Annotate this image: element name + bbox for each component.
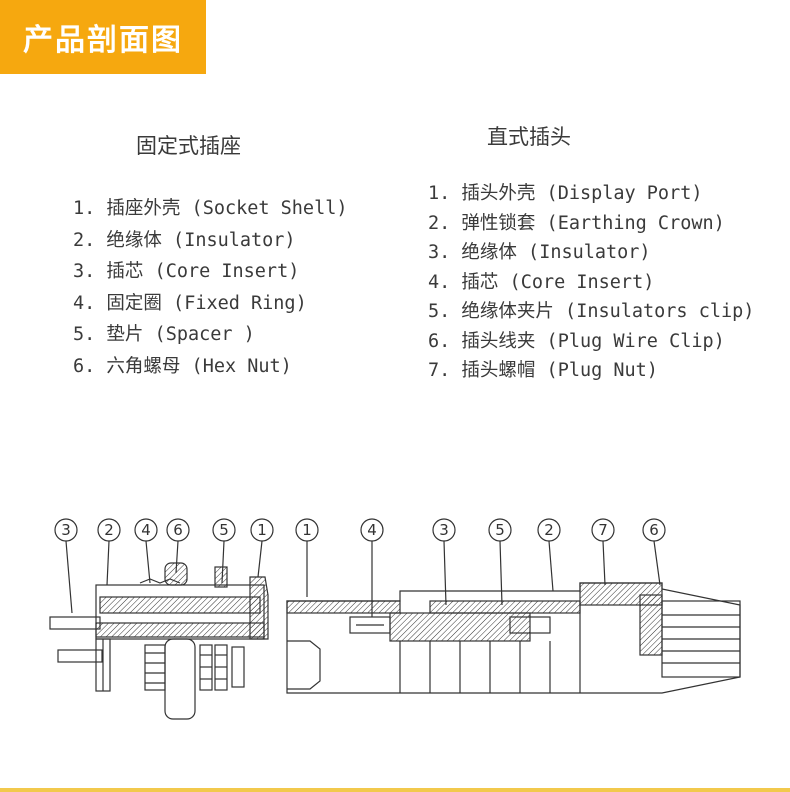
bottom-divider — [0, 788, 790, 792]
part-item: 7. 插头螺帽 (Plug Nut) — [428, 360, 658, 381]
fixed-socket-drawing — [49, 540, 269, 720]
header-banner: 产品剖面图 — [0, 0, 206, 74]
straight-plug-drawing — [286, 540, 741, 694]
svg-text:2: 2 — [544, 521, 554, 539]
svg-text:1: 1 — [302, 521, 312, 539]
callout-circle: 7 — [591, 518, 615, 542]
part-item: 5. 绝缘体夹片 (Insulators clip) — [428, 301, 755, 322]
svg-text:2: 2 — [104, 521, 114, 539]
callout-circle: 5 — [488, 518, 512, 542]
svg-text:4: 4 — [367, 521, 377, 539]
svg-text:6: 6 — [173, 521, 183, 539]
svg-text:3: 3 — [439, 521, 449, 539]
svg-text:5: 5 — [495, 521, 505, 539]
part-item: 3. 绝缘体 (Insulator) — [428, 242, 651, 263]
part-item: 6. 六角螺母 (Hex Nut) — [73, 355, 292, 377]
part-item: 5. 垫片 (Spacer ) — [73, 324, 255, 345]
part-item: 1. 插头外壳 (Display Port) — [428, 183, 703, 204]
part-item: 6. 插头线夹 (Plug Wire Clip) — [428, 330, 725, 352]
svg-text:5: 5 — [219, 521, 229, 539]
page-title: 产品剖面图 — [23, 23, 183, 58]
part-item: 4. 插芯 (Core Insert) — [428, 271, 655, 293]
svg-text:1: 1 — [257, 521, 267, 539]
svg-text:3: 3 — [61, 521, 71, 539]
part-item: 4. 固定圈 (Fixed Ring) — [73, 292, 307, 314]
callout-circle: 2 — [97, 518, 121, 542]
callout-circle: 6 — [166, 518, 190, 542]
callout-circle: 6 — [642, 518, 666, 542]
fixed-socket-title: 固定式插座 — [136, 134, 241, 158]
svg-text:6: 6 — [649, 521, 659, 539]
straight-plug-title: 直式插头 — [487, 125, 571, 149]
part-item: 2. 弹性锁套 (Earthing Crown) — [428, 212, 725, 234]
fixed-socket-parts-list: 1. 插座外壳 (Socket Shell) 2. 绝缘体 (Insulator… — [73, 193, 347, 382]
callout-circle: 4 — [134, 518, 158, 542]
straight-plug-parts-list: 1. 插头外壳 (Display Port) 2. 弹性锁套 (Earthing… — [428, 179, 754, 386]
part-item: 1. 插座外壳 (Socket Shell) — [73, 198, 348, 219]
callout-circle: 1 — [295, 518, 319, 542]
callout-circle: 1 — [250, 518, 274, 542]
cross-section-diagram: 3 2 4 6 5 1 1 4 3 5 2 7 6 — [49, 518, 741, 720]
svg-text:4: 4 — [141, 521, 151, 539]
svg-text:7: 7 — [598, 521, 608, 539]
callout-circle: 2 — [537, 518, 561, 542]
part-item: 2. 绝缘体 (Insulator) — [73, 229, 296, 251]
callout-circle: 4 — [360, 518, 384, 542]
part-item: 3. 插芯 (Core Insert) — [73, 261, 300, 282]
callout-circle: 3 — [54, 518, 78, 542]
callout-circle: 5 — [212, 518, 236, 542]
callout-circle: 3 — [432, 518, 456, 542]
